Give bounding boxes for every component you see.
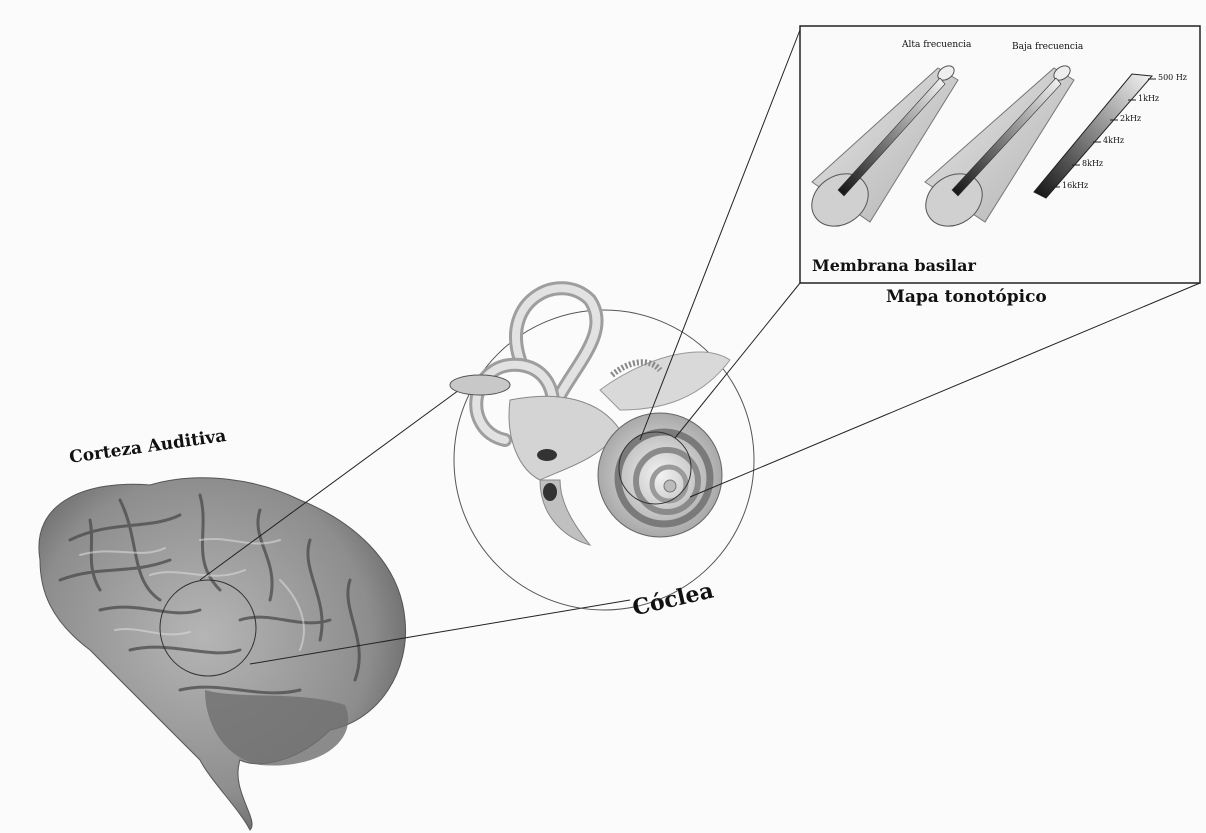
freq-label-2khz: 2kHz bbox=[1120, 114, 1141, 123]
connector-line-inset-3 bbox=[690, 283, 1200, 497]
low-frequency-label: Baja frecuencia bbox=[1012, 42, 1083, 52]
freq-label-4khz: 4kHz bbox=[1103, 136, 1124, 145]
connector-line-inset-1 bbox=[640, 30, 800, 440]
brain-illustration bbox=[39, 478, 406, 830]
membrane-label: Membrana basilar bbox=[812, 256, 976, 275]
freq-label-500hz: 500 Hz bbox=[1158, 73, 1187, 82]
freq-label-16khz: 16kHz bbox=[1062, 181, 1088, 190]
inner-ear-illustration bbox=[450, 288, 730, 545]
high-frequency-label: Alta frecuencia bbox=[902, 40, 971, 50]
freq-label-8khz: 8kHz bbox=[1082, 159, 1103, 168]
freq-label-1khz: 1kHz bbox=[1138, 94, 1159, 103]
tonotopic-map-label: Mapa tonotópico bbox=[886, 287, 1047, 307]
